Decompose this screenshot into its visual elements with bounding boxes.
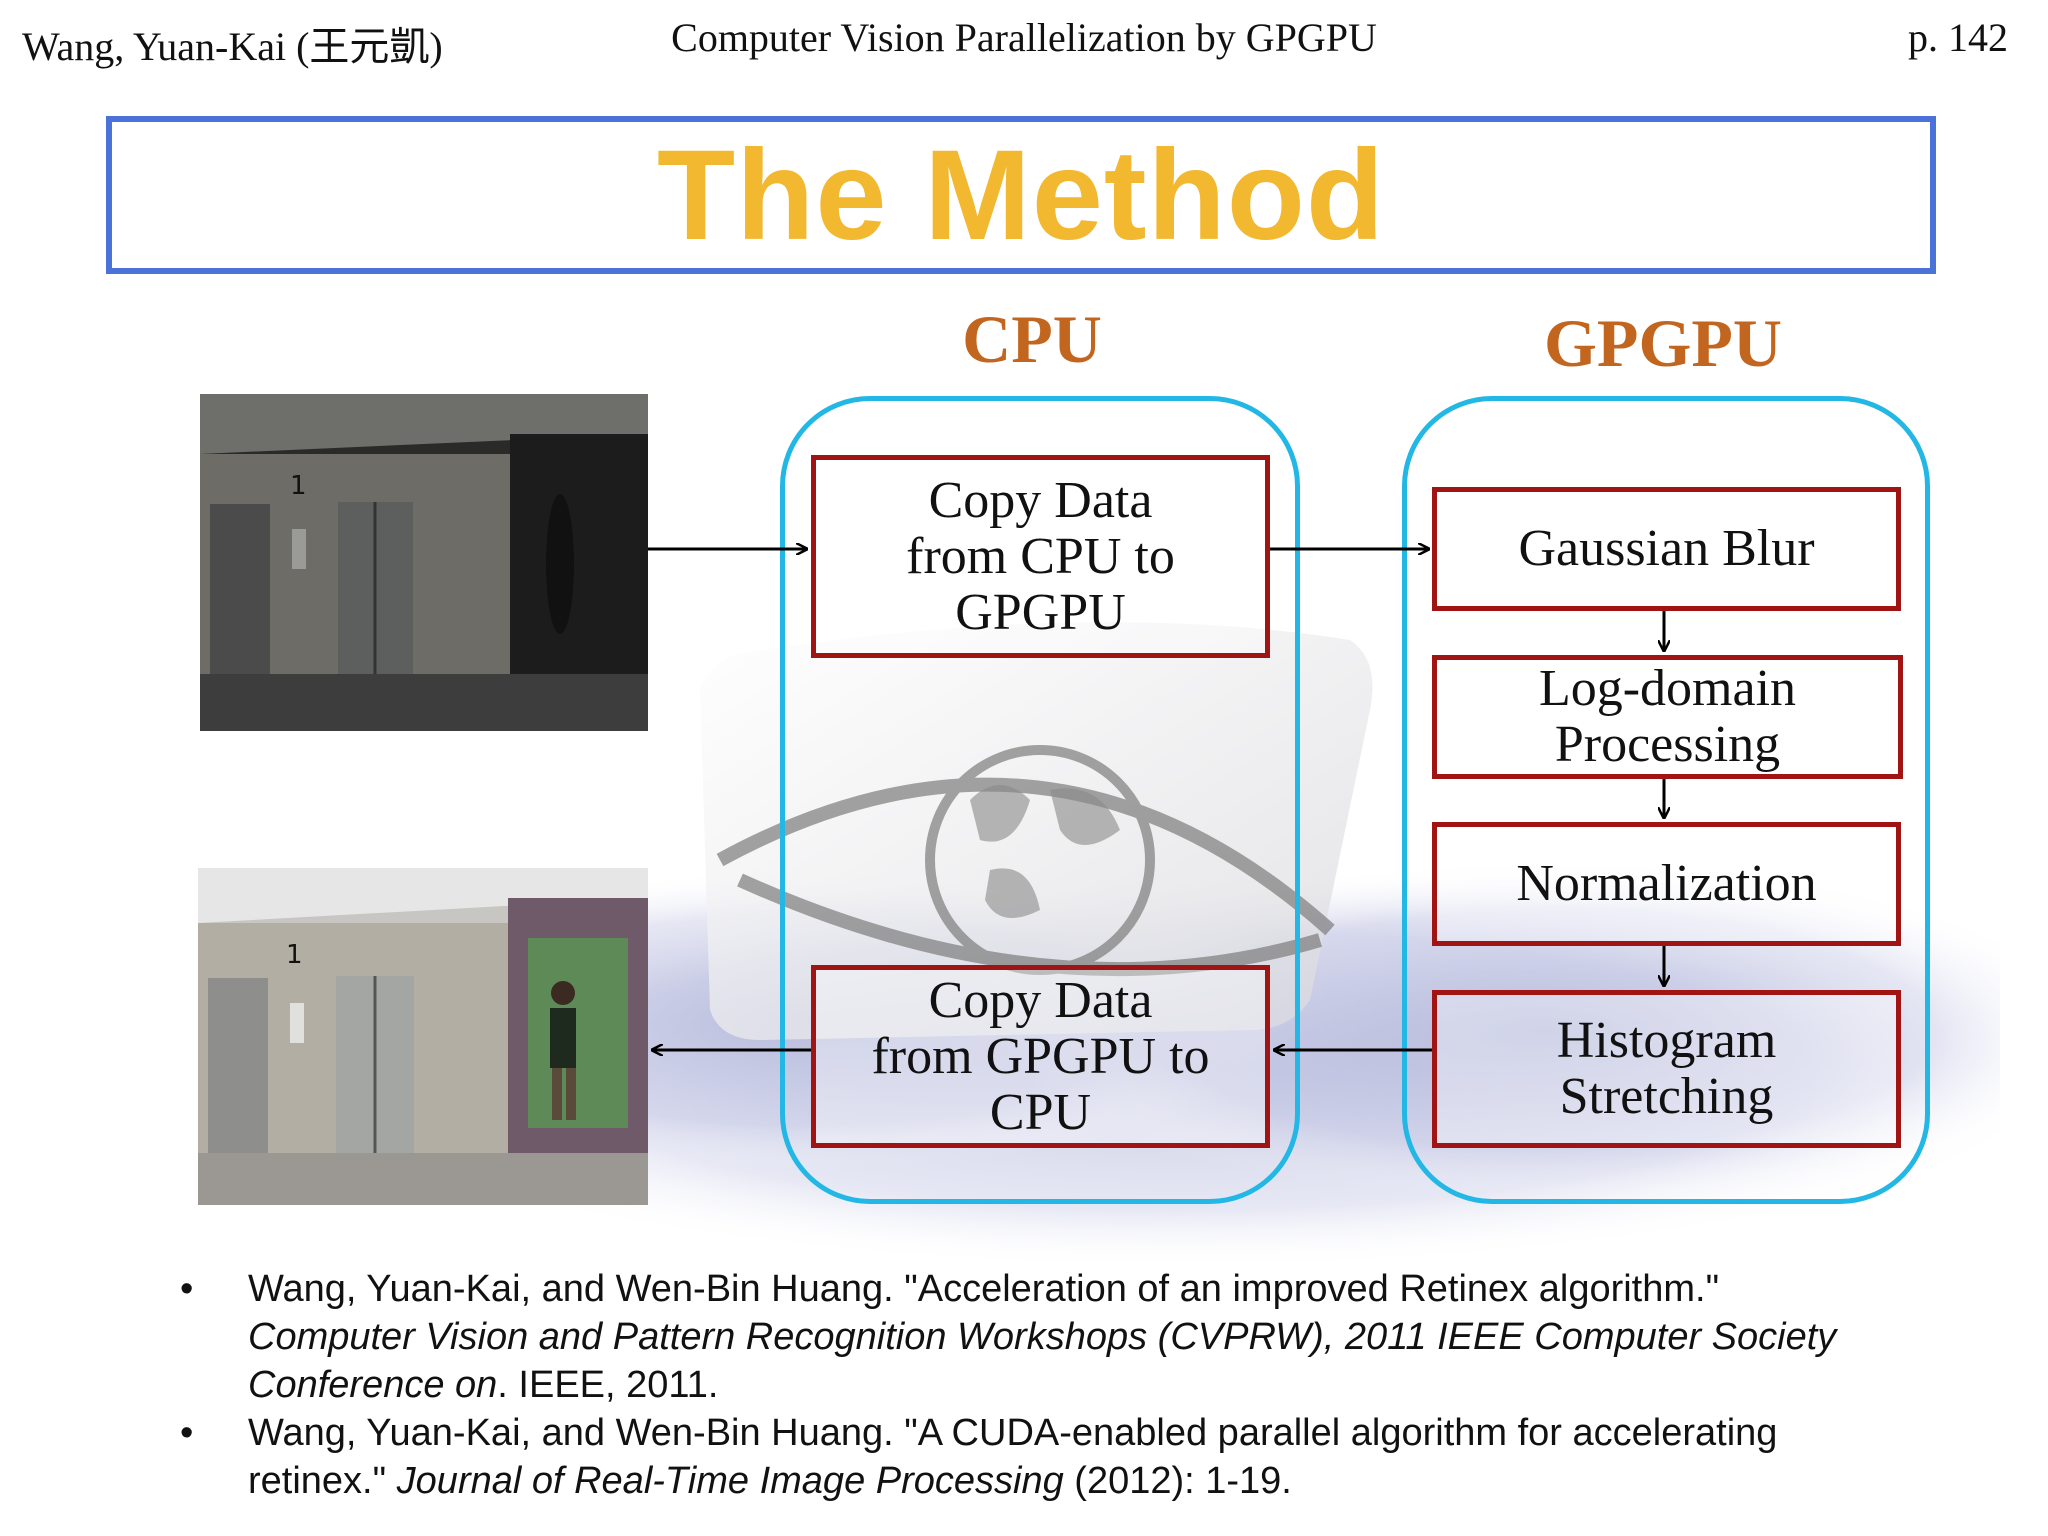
box-line: Processing [1539, 717, 1796, 773]
box-line: Stretching [1557, 1069, 1777, 1125]
copy-cpu-to-gpgpu-box: Copy Data from CPU to GPGPU [811, 455, 1270, 658]
svg-text:1: 1 [290, 471, 307, 501]
reference-tail: (2012): 1-19. [1064, 1460, 1292, 1502]
output-enhanced-photo: 1 [198, 868, 648, 1205]
box-line: Copy Data [871, 973, 1209, 1029]
normalization-box: Normalization [1432, 822, 1901, 946]
box-line: GPGPU [906, 585, 1175, 641]
reference-tail: . IEEE, 2011. [497, 1364, 718, 1406]
log-domain-processing-box: Log-domain Processing [1432, 655, 1903, 779]
box-line: Histogram [1557, 1013, 1777, 1069]
reference-item: • Wang, Yuan-Kai, and Wen-Bin Huang. "Ac… [180, 1265, 1880, 1409]
histogram-stretching-box: Histogram Stretching [1432, 990, 1901, 1148]
svg-text:1: 1 [286, 940, 303, 970]
box-line: from CPU to [906, 529, 1175, 585]
input-dark-photo: 1 [200, 394, 648, 731]
slide-title-box: The Method [106, 116, 1936, 274]
reference-text: Wang, Yuan-Kai, and Wen-Bin Huang. "Acce… [248, 1268, 1719, 1310]
cpu-column-heading: CPU [782, 300, 1282, 379]
gaussian-blur-box: Gaussian Blur [1432, 487, 1901, 611]
box-line: Log-domain [1539, 661, 1796, 717]
page-number: p. 142 [1908, 14, 2008, 61]
reference-venue: Computer Vision and Pattern Recognition … [248, 1316, 1836, 1406]
gpgpu-column-heading: GPGPU [1413, 304, 1913, 383]
copy-gpgpu-to-cpu-box: Copy Data from GPGPU to CPU [811, 965, 1270, 1148]
box-line: CPU [871, 1085, 1209, 1141]
course-title-header: Computer Vision Parallelization by GPGPU [0, 14, 2048, 61]
reference-item: • Wang, Yuan-Kai, and Wen-Bin Huang. "A … [180, 1409, 1880, 1505]
box-line: Gaussian Blur [1518, 521, 1814, 577]
reference-venue: Journal of Real-Time Image Processing [397, 1460, 1064, 1502]
references-list: • Wang, Yuan-Kai, and Wen-Bin Huang. "Ac… [180, 1265, 1880, 1505]
slide-title: The Method [657, 122, 1385, 269]
box-line: Copy Data [906, 473, 1175, 529]
bullet: • [180, 1265, 193, 1313]
box-line: Normalization [1516, 856, 1816, 912]
bullet: • [180, 1409, 193, 1457]
box-line: from GPGPU to [871, 1029, 1209, 1085]
